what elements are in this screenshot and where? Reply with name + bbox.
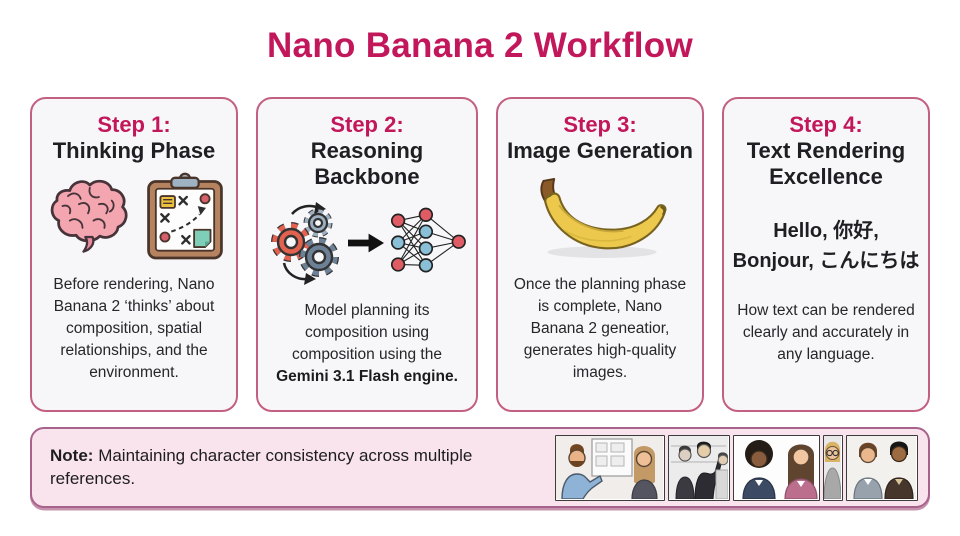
step-2-title: Reasoning Backbone xyxy=(310,137,424,189)
character-consistency-strip xyxy=(555,434,918,501)
step-4-label: Step 4: xyxy=(789,112,863,137)
note-label: Note: xyxy=(50,446,94,466)
neural-network-icon xyxy=(388,204,468,287)
step-4-description: How text can be rendered clearly and acc… xyxy=(737,301,915,363)
step-2-description: Model planning its composition using com… xyxy=(266,300,468,388)
step-4-title: Text Rendering Excellence xyxy=(746,137,906,189)
multilingual-sample-text: Hello, 你好, Bonjour, こんにちは xyxy=(732,219,920,272)
step-3-title: Image Generation xyxy=(507,137,693,163)
note-banner: Note: Maintaining character consistency … xyxy=(30,427,930,508)
step-4-card: Step 4: Text Rendering Excellence Hello,… xyxy=(722,97,930,412)
panel-two-women xyxy=(733,434,820,501)
step-3-label: Step 3: xyxy=(563,112,637,137)
note-text: Note: Maintaining character consistency … xyxy=(50,445,555,490)
step-3-description: Once the planning phase is complete, Nan… xyxy=(513,275,687,381)
panel-storyboard-review xyxy=(555,434,665,501)
brain-icon xyxy=(42,176,134,263)
step-1-title: Thinking Phase xyxy=(52,137,216,163)
panel-office-meeting xyxy=(668,434,730,501)
step-1-icons xyxy=(42,170,226,270)
panel-two-men xyxy=(846,434,918,501)
step-1-label: Step 1: xyxy=(97,112,171,137)
step-2-card: Step 2: Reasoning Backbone xyxy=(256,97,478,412)
step-2-label: Step 2: xyxy=(330,112,404,137)
step-3-icons xyxy=(522,170,678,270)
step-1-description: Before rendering, Nano Banana 2 ‘thinks’… xyxy=(53,275,215,381)
panel-person-with-glasses xyxy=(823,434,843,501)
note-body: Maintaining character consistency across… xyxy=(50,446,473,488)
steps-row: Step 1: Thinking Phase xyxy=(30,97,930,412)
clipboard-strategy-icon xyxy=(144,171,226,268)
step-1-card: Step 1: Thinking Phase xyxy=(30,97,238,412)
step-3-card: Step 3: Image Generation Once the planni… xyxy=(496,97,704,412)
page-title: Nano Banana 2 Workflow xyxy=(266,26,694,65)
gears-icon xyxy=(266,201,344,290)
step-2-description-bold: Gemini 3.1 Flash engine. xyxy=(276,367,458,385)
banana-icon xyxy=(522,168,678,271)
step-2-icons xyxy=(266,196,468,296)
step-2-description-pre: Model planning its composition using com… xyxy=(292,301,442,363)
arrow-right-icon xyxy=(348,229,384,262)
